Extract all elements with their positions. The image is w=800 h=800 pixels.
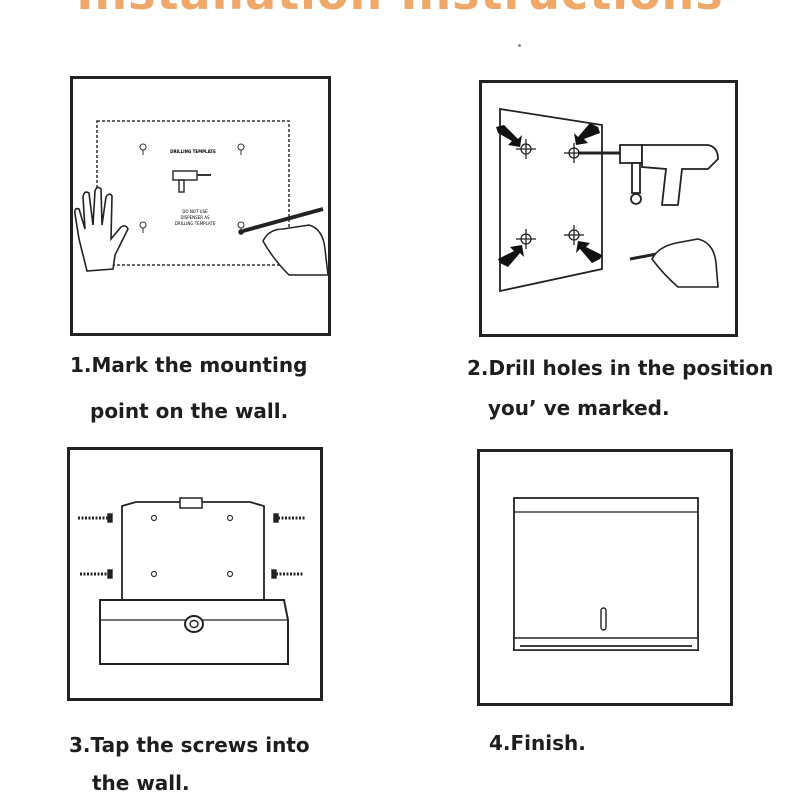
step-2-caption-line2: you’ ve marked.: [488, 396, 670, 420]
step-1-caption-line1: 1.Mark the mounting: [70, 353, 308, 377]
template-note-2: DISPENSER AS: [180, 215, 210, 220]
template-note-1: DO NOT USE: [182, 209, 208, 214]
template-heading: DRILLING TEMPLATE: [170, 149, 216, 154]
step-4-panel: [477, 449, 733, 706]
drill-icon: [172, 170, 211, 193]
stray-dot: [518, 44, 521, 47]
step-1-panel: DRILLING TEMPLATE DO NOT USE DISPENSER A…: [70, 76, 331, 336]
step-3-illustration: [78, 497, 306, 665]
step-2-caption-line1: 2.Drill holes in the position: [467, 356, 774, 380]
step-1-caption-line2: point on the wall.: [90, 399, 289, 423]
template-note-3: DRILLING TEMPLATE: [175, 221, 216, 226]
step-2-panel: [479, 80, 738, 337]
drill-icon: [578, 144, 719, 206]
hand-icon: [629, 238, 719, 288]
arrow-icon: [496, 123, 602, 267]
step-4-illustration: [513, 497, 699, 651]
lock-icon: [184, 615, 204, 633]
step-3-caption-line2: the wall.: [92, 771, 190, 795]
step-2-illustration: [496, 107, 719, 293]
hand-icon: [74, 186, 129, 272]
lock-slot-icon: [600, 607, 607, 631]
step-3-caption-line1: 3.Tap the screws into: [69, 733, 310, 757]
screw-icon: [78, 513, 306, 579]
step-3-panel: [67, 447, 323, 701]
page-title: Installation Instructions: [0, 0, 800, 20]
pen-icon: [238, 207, 328, 276]
step-4-caption-line1: 4.Finish.: [489, 731, 586, 755]
step-1-illustration: DRILLING TEMPLATE DO NOT USE DISPENSER A…: [74, 120, 328, 276]
